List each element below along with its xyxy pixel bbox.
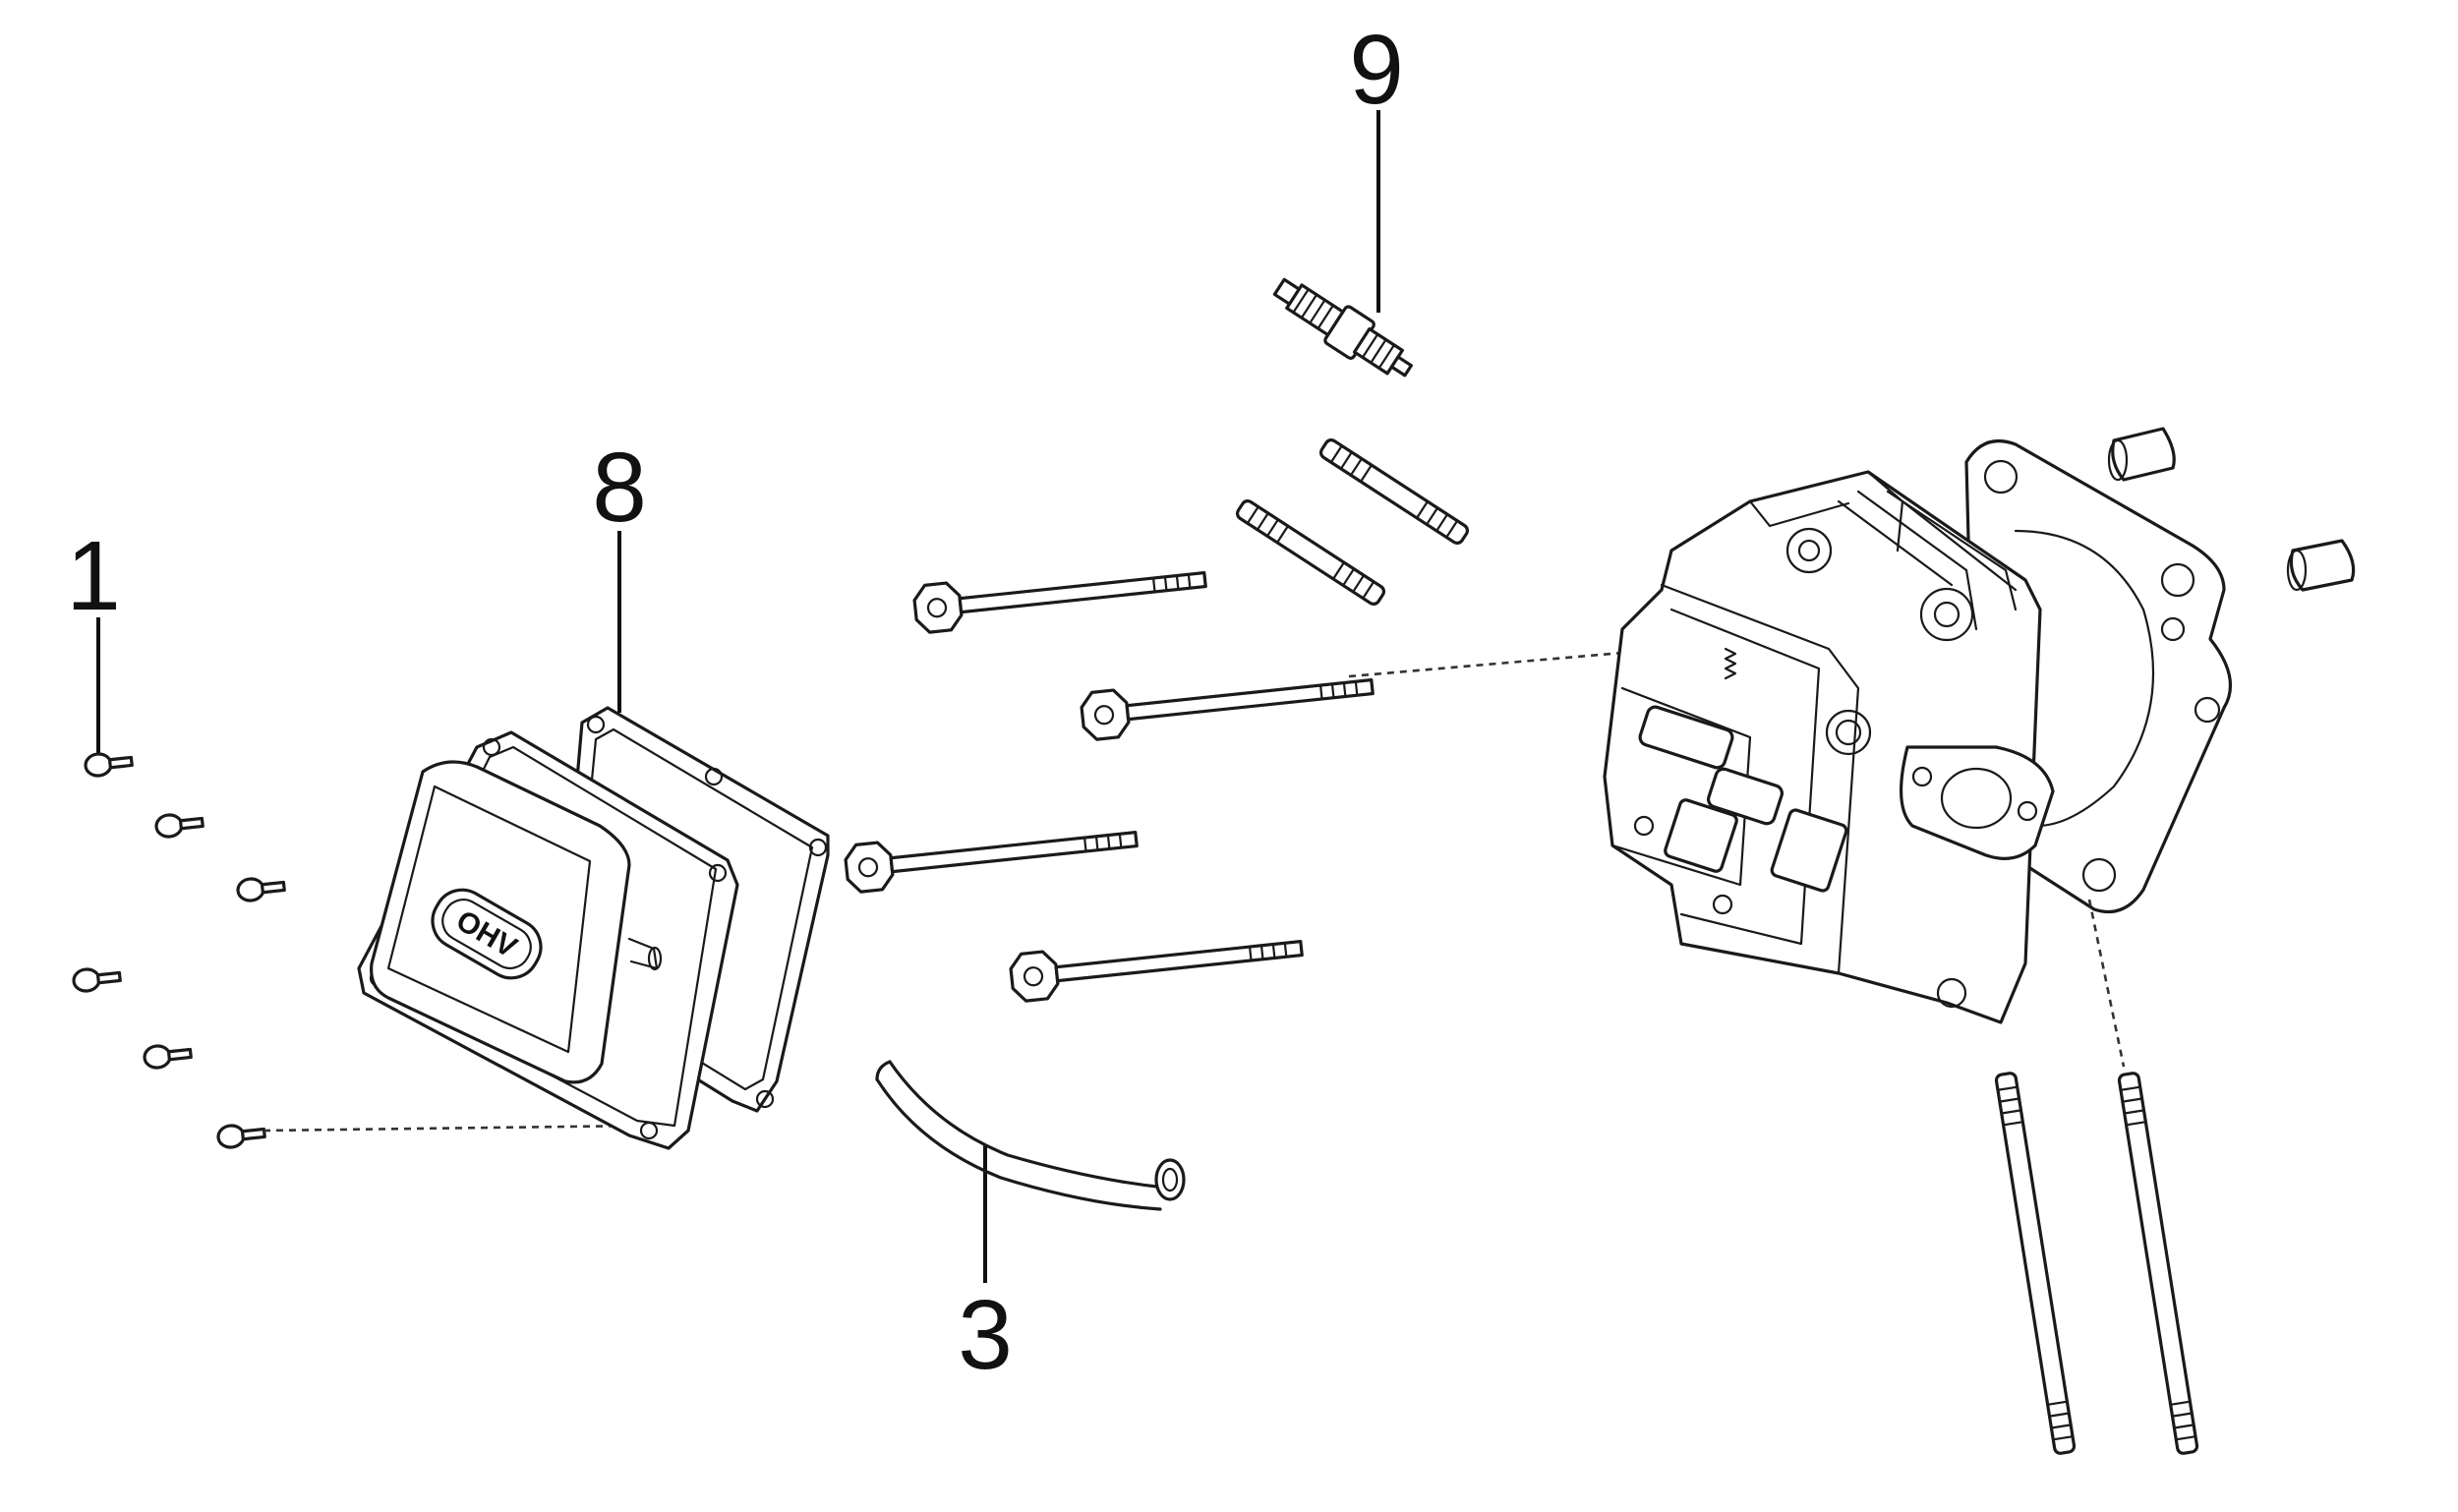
dowel-pin (2107, 427, 2176, 482)
callout-3: 3 (958, 1145, 1013, 1390)
head-bolt (1080, 678, 1375, 741)
stud-alignment-line (2087, 899, 2126, 1068)
callout-1-label: 1 (66, 521, 121, 631)
valve-cover: OHV (357, 730, 739, 1150)
screw (84, 752, 134, 778)
screw-alignment-line (263, 1124, 645, 1133)
screw (236, 877, 286, 902)
screw (72, 967, 122, 993)
breather-tube (875, 1060, 1186, 1211)
stud (1318, 438, 1470, 545)
head-bolt (912, 571, 1207, 634)
callout-3-label: 3 (958, 1280, 1013, 1390)
head-bolt (844, 831, 1139, 894)
cylinder-head (1603, 439, 2232, 1024)
callout-9: 9 (1349, 15, 1404, 313)
callout-8: 8 (592, 433, 647, 713)
callout-9-label: 9 (1349, 15, 1404, 125)
cylinder-stud (2117, 1072, 2199, 1455)
head-bolt (1009, 940, 1304, 1003)
screw (143, 1044, 193, 1070)
ohv-logo: OHV (431, 888, 543, 980)
cylinder-stud (1994, 1072, 2077, 1455)
cover-screws (72, 752, 286, 1149)
dowel-pin (2286, 539, 2356, 592)
callout-8-label: 8 (592, 433, 647, 543)
screw (154, 813, 205, 839)
stud (1235, 499, 1386, 606)
screw (216, 1124, 266, 1149)
spark-plug (1272, 277, 1413, 378)
callout-1: 1 (66, 521, 121, 757)
